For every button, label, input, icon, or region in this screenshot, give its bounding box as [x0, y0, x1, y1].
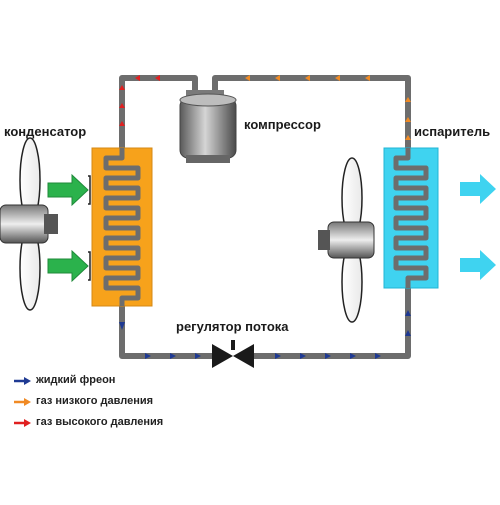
legend-arrows [14, 377, 31, 427]
flow-arrow [405, 330, 411, 336]
compressor [179, 90, 237, 163]
flow-arrow [405, 135, 411, 140]
flow-arrow [119, 103, 125, 108]
flow-arrow [335, 75, 340, 81]
flow-arrow [350, 353, 356, 359]
air-out-arrows [460, 174, 496, 280]
flow-arrow [405, 117, 411, 122]
flow-arrow [195, 353, 201, 359]
evaporator-coil [393, 148, 429, 288]
flow-arrow [275, 353, 281, 359]
air-out-arrow [460, 250, 496, 280]
flow-arrow [119, 322, 125, 330]
flow-arrow [325, 353, 331, 359]
flow-arrow [119, 85, 125, 90]
legend-item-low-pressure-gas: газ низкого давления [36, 395, 154, 407]
air-in-arrow [47, 173, 89, 207]
flow-arrow [135, 75, 140, 81]
compressor-label: компрессор [244, 117, 321, 132]
flow-arrow [375, 353, 381, 359]
flow-arrow [275, 75, 280, 81]
air-out-arrow [460, 174, 496, 204]
legend-item-high-pressure-gas: газ высокого давления [36, 416, 164, 428]
pipe-flow-arrows [119, 75, 411, 359]
air-in-arrow-tails [88, 175, 91, 281]
condenser-label: конденсатор [4, 124, 87, 139]
flow-arrow [170, 353, 176, 359]
evaporator-label: испаритель [414, 124, 491, 139]
condenser-coil [103, 148, 141, 306]
flow-arrow [119, 121, 125, 126]
right-fan [318, 157, 375, 323]
flow-arrow [245, 75, 250, 81]
air-in-arrows [47, 173, 89, 283]
flow-arrow [305, 75, 310, 81]
flow-arrow [405, 310, 411, 316]
flow-regulator-label: регулятор потока [176, 319, 289, 334]
flow-arrow [145, 353, 151, 359]
flow-arrow [365, 75, 370, 81]
flow-arrow [155, 75, 160, 81]
flow-arrow [300, 353, 306, 359]
air-in-arrow [47, 249, 89, 283]
flow-arrow [405, 97, 411, 102]
legend-item-liquid: жидкий фреон [36, 374, 116, 386]
left-fan [0, 137, 58, 311]
flow-regulator-valve [212, 340, 254, 368]
